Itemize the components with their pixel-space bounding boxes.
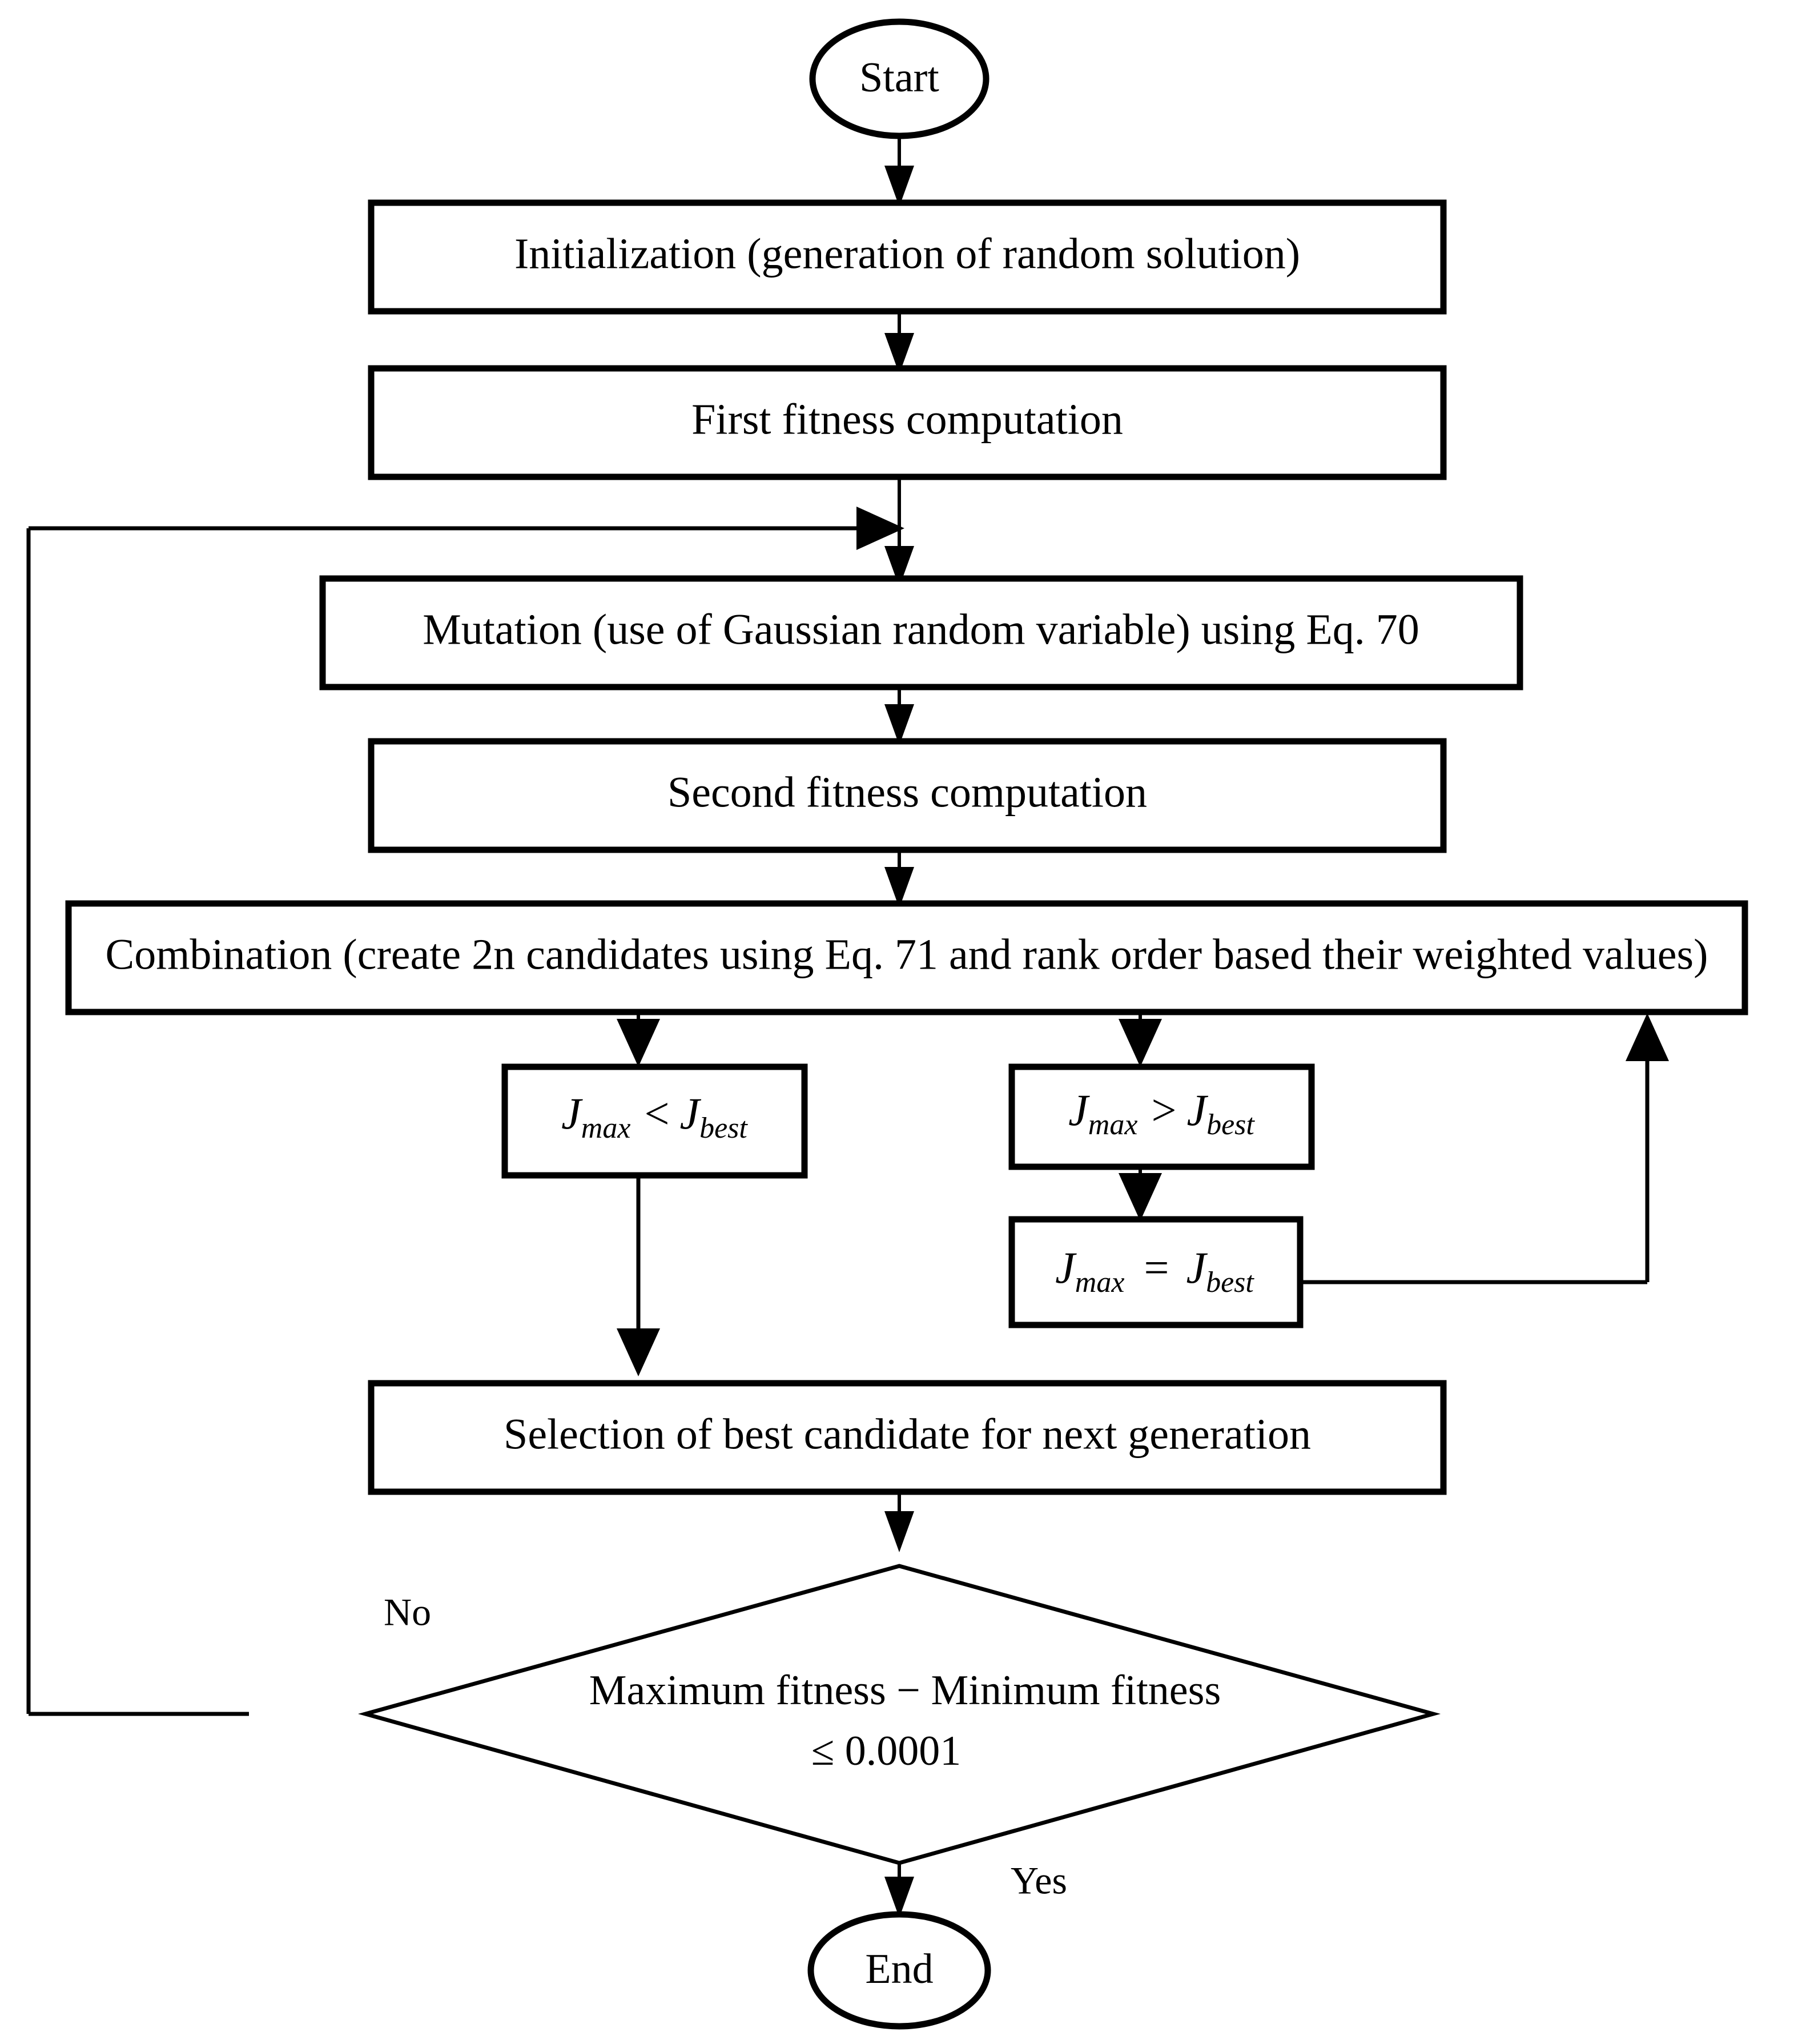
jmax-gt-operator: > [1151, 1085, 1176, 1135]
connector-jmax-lt-to-selection [617, 1175, 660, 1376]
node-decision-line1: Maximum fitness − Minimum fitness [589, 1667, 1221, 1714]
node-end-label: End [865, 1946, 933, 1993]
node-first-fitness[interactable]: First fitness computation [368, 365, 1447, 480]
edge-label-yes: Yes [1011, 1859, 1067, 1902]
node-jmax-assign-jbest[interactable]: Jmax = Jbest [1008, 1216, 1304, 1328]
connector-combination-to-jmax-lt [617, 1012, 660, 1067]
node-selection-label: Selection of best candidate for next gen… [504, 1410, 1311, 1458]
connector-mutation-to-second-fitness [884, 687, 914, 745]
node-decision-line2: ≤ 0.0001 [811, 1728, 962, 1774]
connector-first-fitness-to-mutation [884, 477, 914, 587]
connector-selection-to-decision [884, 1492, 914, 1552]
node-end[interactable]: End [807, 1911, 991, 2030]
node-jmax-lt-jbest[interactable]: Jmax<Jbest [501, 1063, 808, 1179]
connector-assign-back-to-combination [1300, 1013, 1669, 1284]
node-start-label: Start [859, 54, 939, 101]
connector-jmax-gt-to-assign [1119, 1167, 1162, 1221]
jmax-gt-sub-left: max [1088, 1109, 1138, 1141]
node-initialization-label: Initialization (generation of random sol… [514, 230, 1300, 278]
jmax-lt-operator: < [644, 1089, 669, 1138]
jmax-eq-operator: = [1144, 1243, 1169, 1292]
node-selection[interactable]: Selection of best candidate for next gen… [368, 1380, 1447, 1495]
node-jmax-gt-jbest-formula: Jmax>Jbest [1068, 1085, 1255, 1141]
node-first-fitness-label: First fitness computation [691, 395, 1123, 443]
node-combination-label: Combination (create 2n candidates using … [106, 930, 1708, 978]
node-second-fitness[interactable]: Second fitness computation [368, 738, 1447, 853]
jmax-lt-sub-left: max [581, 1112, 631, 1145]
jmax-eq-var-left: J [1055, 1243, 1077, 1292]
jmax-gt-sub-right: best [1206, 1109, 1255, 1141]
jmax-eq-var-right: J [1186, 1243, 1208, 1292]
jmax-lt-sub-right: best [699, 1112, 748, 1145]
node-mutation[interactable]: Mutation (use of Gaussian random variabl… [319, 575, 1523, 690]
node-decision[interactable]: Maximum fitness − Minimum fitness ≤ 0.00… [357, 1564, 1441, 1865]
node-jmax-lt-jbest-formula: Jmax<Jbest [561, 1089, 748, 1145]
connector-decision-to-end [884, 1863, 914, 1918]
jmax-lt-var-right: J [679, 1089, 701, 1138]
jmax-eq-sub-left: max [1075, 1266, 1125, 1299]
edge-label-no: No [384, 1591, 431, 1634]
jmax-gt-var-right: J [1186, 1085, 1208, 1135]
jmax-eq-sub-right: best [1206, 1266, 1254, 1299]
connector-start-to-initialization [884, 135, 914, 207]
node-jmax-gt-jbest[interactable]: Jmax>Jbest [1008, 1063, 1315, 1170]
connector-loop-back-no [26, 507, 904, 1716]
jmax-gt-var-left: J [1068, 1085, 1090, 1135]
node-second-fitness-label: Second fitness computation [667, 768, 1147, 816]
node-start[interactable]: Start [809, 18, 989, 139]
node-mutation-label: Mutation (use of Gaussian random variabl… [423, 605, 1419, 653]
connector-initialization-to-first-fitness [884, 311, 914, 374]
connector-combination-to-jmax-gt [1119, 1012, 1162, 1067]
jmax-lt-var-left: J [561, 1089, 583, 1138]
connector-second-fitness-to-combination [884, 850, 914, 908]
node-initialization[interactable]: Initialization (generation of random sol… [368, 199, 1447, 315]
node-jmax-assign-jbest-formula: Jmax = Jbest [1055, 1243, 1254, 1299]
node-combination[interactable]: Combination (create 2n candidates using … [65, 900, 1748, 1015]
